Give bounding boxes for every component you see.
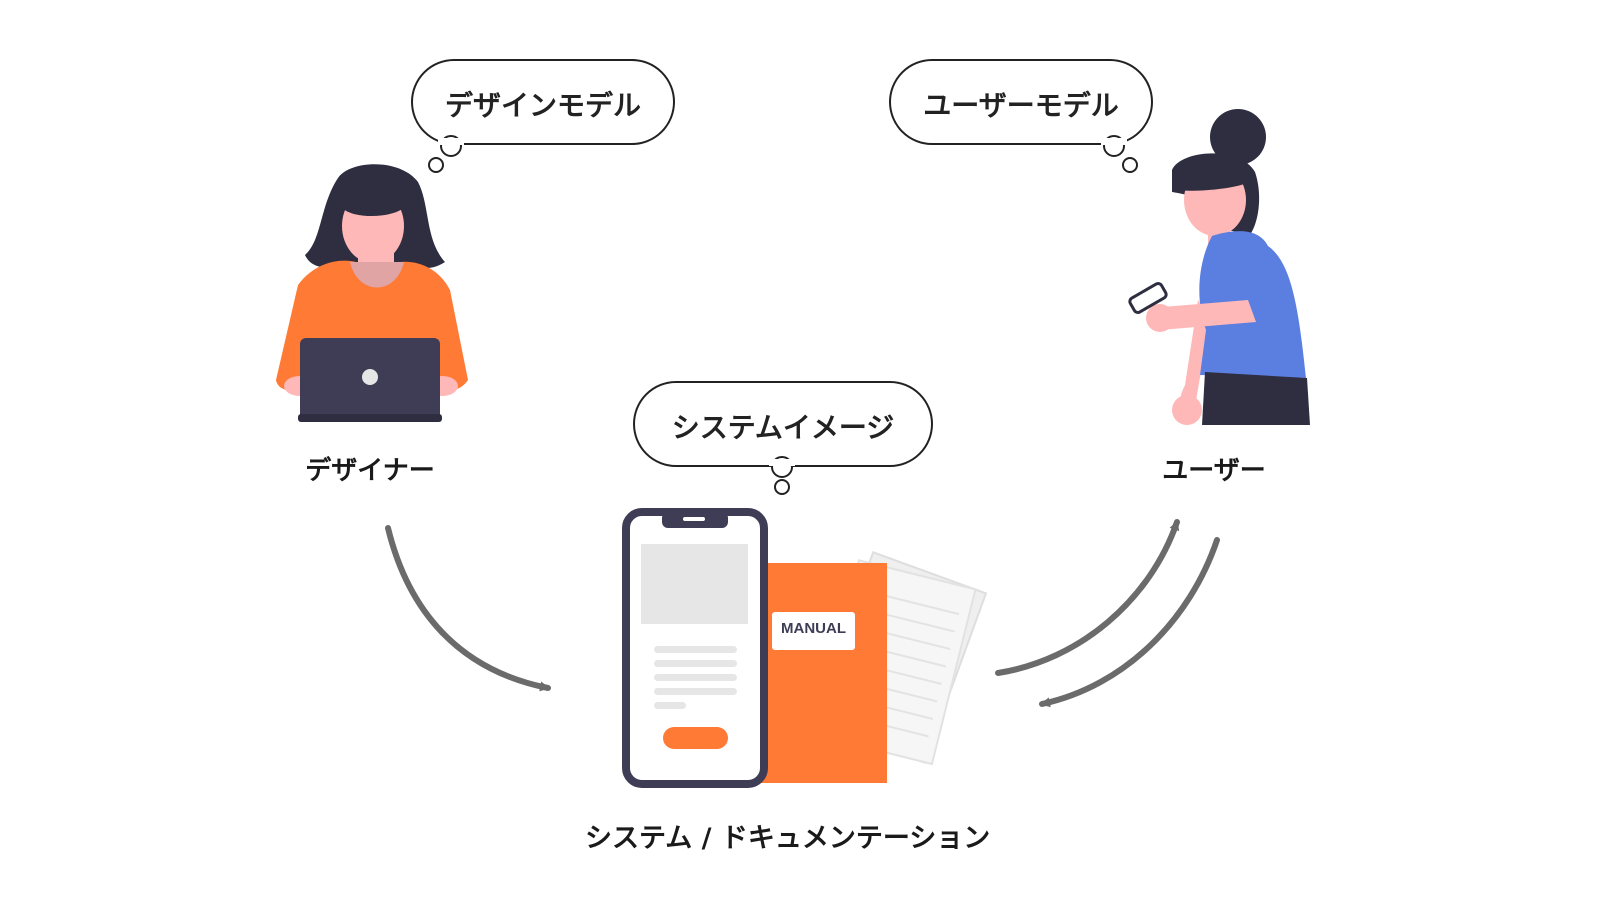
system-documentation-label: システム / ドキュメンテーション [585,823,991,854]
bubble-user-model [889,59,1153,173]
bubble-user-model-text: ユーザーモデル [923,89,1119,122]
flow-arrows [385,519,1220,708]
designer-label: デザイナー [305,456,435,486]
user-figure [1128,109,1310,425]
bubble-system-image-text: システムイメージ [671,411,895,444]
bubble-designer-model-text: デザインモデル [444,89,641,122]
user-label: ユーザー [1162,456,1266,486]
bubble-system-image [633,381,933,495]
arrow-designer-to-system [385,525,551,692]
smartphone [622,508,768,788]
manual-book [752,563,887,783]
manual-label: MANUAL [781,620,846,637]
arrow-user-to-system [1039,537,1220,708]
arrow-system-to-user [995,519,1180,676]
bubble-designer-model [411,59,675,173]
designer-figure [276,164,468,422]
